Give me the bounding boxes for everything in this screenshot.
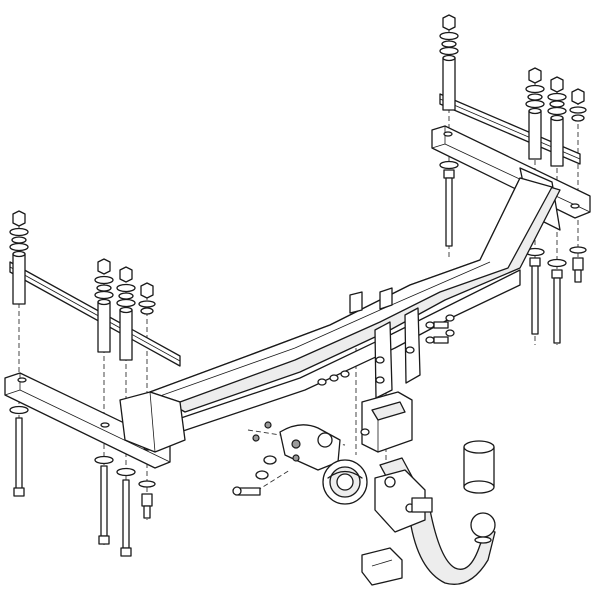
receiver-housing	[360, 391, 413, 453]
left-spacer-bar	[9, 261, 181, 367]
socket-plate	[361, 547, 403, 586]
left-bolt-stacks	[9, 210, 156, 361]
tow-ball-neck	[374, 457, 496, 585]
right-bolt-stacks	[439, 14, 587, 167]
electrical-socket-ring	[322, 459, 368, 505]
right-lower-bolts	[439, 160, 587, 344]
left-mounting-bracket	[4, 372, 186, 469]
ball-cover-cap	[463, 440, 495, 494]
left-lower-bolts	[9, 405, 156, 557]
receiver-fasteners	[317, 314, 455, 386]
receiver-brackets	[349, 287, 421, 399]
crossbar	[149, 177, 561, 433]
